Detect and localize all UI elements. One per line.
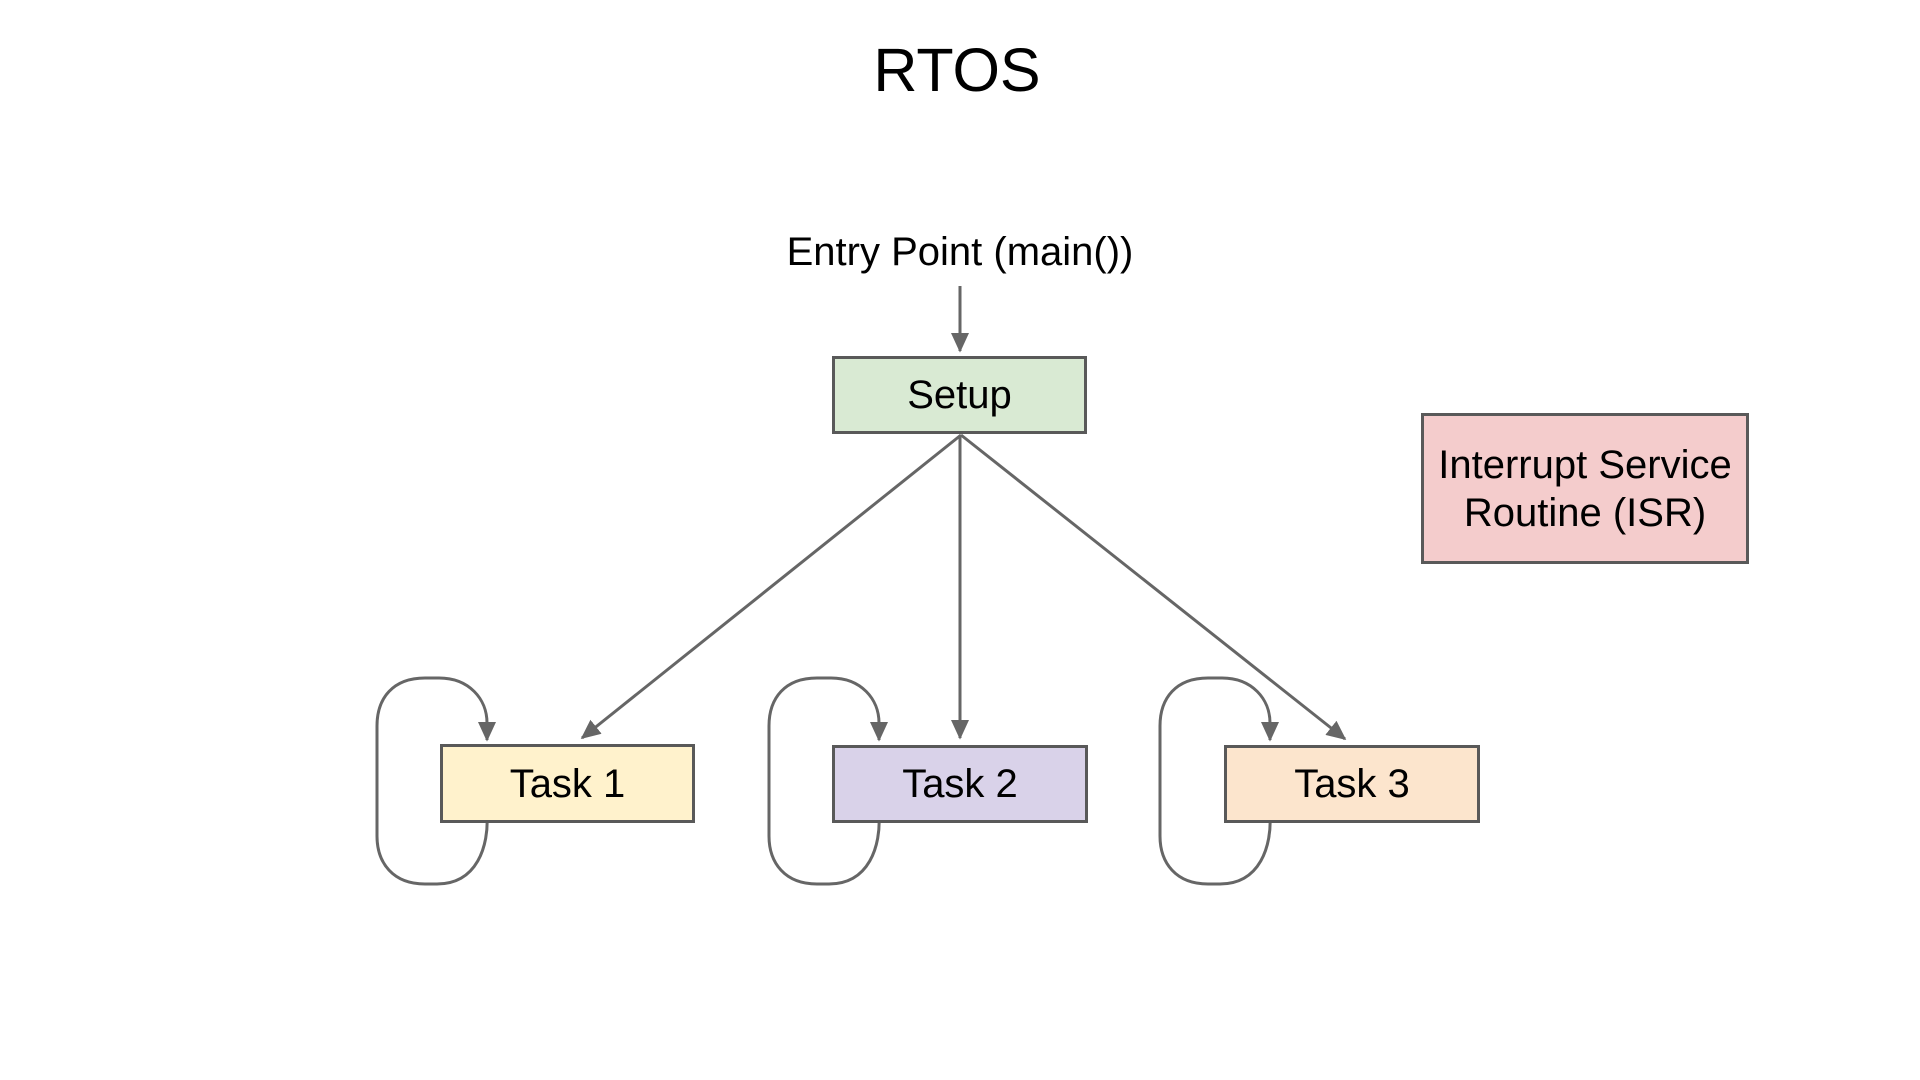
task1-box: Task 1	[440, 744, 695, 823]
task1-self-loop-arrow	[375, 676, 496, 886]
entry-point-label: Entry Point (main())	[786, 230, 1134, 274]
task3-box-label: Task 3	[1294, 762, 1410, 806]
task1-box-label: Task 1	[509, 761, 626, 806]
task2-self-loop-arrow	[767, 676, 888, 886]
task3-box: Task 3	[1224, 745, 1480, 823]
setup-to-task3-arrow	[960, 433, 1347, 741]
task2-box-label: Task 2	[902, 762, 1018, 806]
isr-box: Interrupt Service Routine (ISR)	[1421, 413, 1749, 564]
setup-box: Setup	[832, 356, 1087, 434]
task2-box: Task 2	[832, 745, 1088, 823]
setup-to-task1-arrow	[580, 433, 962, 740]
page-title: RTOS	[873, 36, 1041, 104]
isr-box-label: Interrupt Service Routine (ISR)	[1438, 442, 1732, 535]
setup-box-label: Setup	[907, 373, 1012, 417]
task3-self-loop-arrow	[1158, 676, 1279, 886]
